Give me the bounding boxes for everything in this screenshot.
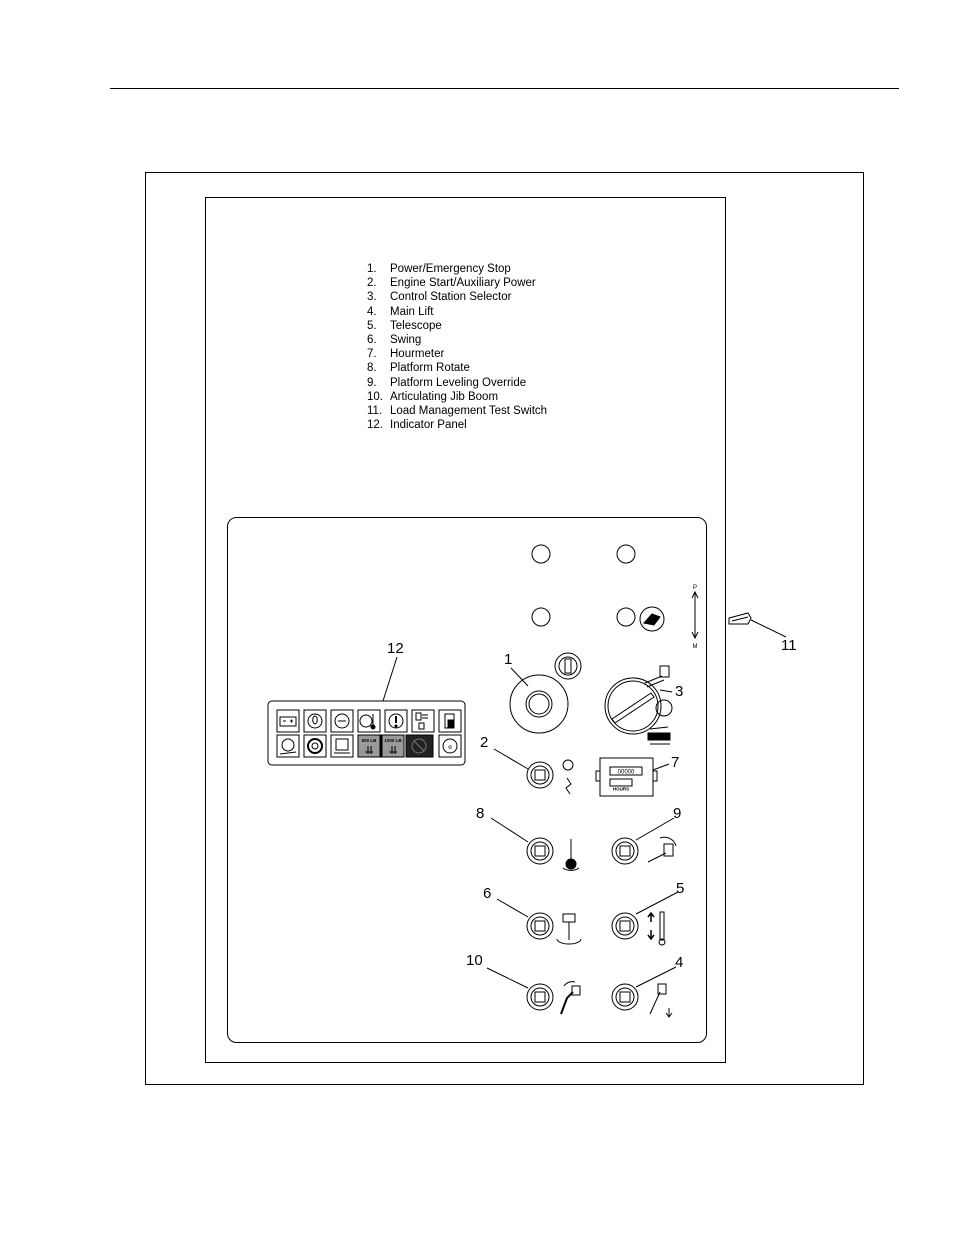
control-station-selector-switch[interactable]: [604, 677, 662, 735]
main-lift-icon: [649, 983, 673, 1018]
legend-item: 12.Indicator Panel: [367, 419, 467, 432]
jib-boom-icon: [560, 981, 581, 1015]
callout-10: 10: [466, 952, 483, 969]
legend-item: 5.Telescope: [367, 319, 442, 332]
legend-item: 4.Main Lift: [367, 305, 434, 318]
telescope-toggle[interactable]: [611, 912, 639, 940]
fuel-icon: [438, 709, 462, 733]
load-limit-indicator: [405, 734, 434, 758]
warning-icon: [384, 709, 408, 733]
callout-8: 8: [476, 805, 484, 822]
legend-item: 2.Engine Start/Auxiliary Power: [367, 277, 536, 290]
leader-line: [635, 817, 675, 841]
engine-start-toggle[interactable]: [526, 761, 554, 789]
leader-line: [493, 748, 529, 770]
callout-12: 12: [387, 640, 404, 657]
blank-hole: [616, 607, 636, 627]
figure-frame: [145, 172, 864, 1085]
emergency-stop-button[interactable]: [509, 674, 569, 734]
leader-line: [635, 891, 679, 915]
leader-line: [635, 966, 677, 988]
leader-line: [382, 656, 398, 702]
swing-toggle[interactable]: [526, 912, 554, 940]
callout-7: 7: [671, 754, 679, 771]
test-switch-indicator: P M: [691, 585, 699, 650]
telescope-icon: [647, 911, 666, 946]
hourmeter-unit: HOURS: [613, 787, 629, 792]
leader-line: [659, 689, 673, 693]
callout-9: 9: [673, 805, 681, 822]
callout-3: 3: [675, 683, 683, 700]
callout-11: 11: [781, 637, 797, 654]
test-switch-bottom-label: M: [693, 644, 698, 650]
load-1000-label: 1000 LB: [384, 738, 402, 743]
coolant-temperature-icon: [357, 709, 381, 733]
load-500-label: 500 LB: [362, 738, 378, 743]
leader-line: [486, 967, 529, 989]
indicator-panel: 500 LB 1000 LB Ω: [267, 700, 466, 766]
blank-hole: [616, 544, 636, 564]
platform-overload-icon: Ω: [438, 734, 462, 758]
legend-item: 6.Swing: [367, 334, 422, 347]
leader-line: [750, 619, 787, 638]
legend-item: 9.Platform Leveling Override: [367, 376, 527, 389]
ground-station-icon: [647, 726, 671, 745]
leader-line: [490, 817, 529, 843]
engine-overheat-icon: [303, 734, 327, 758]
leader-line: [496, 898, 529, 918]
tilt-alarm-icon: [276, 734, 300, 758]
platform-rotate-icon: [562, 839, 580, 871]
legend-item: 7.Hourmeter: [367, 348, 445, 361]
load-rating-500-indicator: 500 LB: [357, 734, 381, 758]
glow-plug-icon: [411, 709, 435, 733]
leader-line: [652, 763, 670, 771]
test-switch-top-label: P: [693, 585, 697, 591]
platform-rotate-toggle[interactable]: [526, 837, 554, 865]
blank-hole: [531, 607, 551, 627]
platform-leveling-icon: [647, 836, 677, 863]
platform-leveling-override-toggle[interactable]: [611, 837, 639, 865]
callout-2: 2: [480, 734, 488, 751]
legend-item: 10.Articulating Jib Boom: [367, 390, 499, 403]
load-management-test-switch[interactable]: [728, 612, 752, 625]
hourmeter: 00000 HOURS: [595, 757, 658, 797]
header-rule: [110, 88, 899, 89]
jib-boom-toggle[interactable]: [526, 983, 554, 1011]
legend-item: 11.Load Management Test Switch: [367, 405, 548, 418]
coolant-icon: [330, 709, 354, 733]
main-lift-toggle[interactable]: [611, 983, 639, 1011]
callout-5: 5: [676, 880, 684, 897]
battery-icon: [276, 709, 300, 733]
blank-hole: [655, 699, 673, 717]
console-plate: [227, 517, 707, 1043]
overload-icon: [330, 734, 354, 758]
platform-station-icon: [644, 665, 670, 688]
limit-icon-text: Ω: [448, 745, 452, 750]
oil-pressure-icon: [303, 709, 327, 733]
callout-1: 1: [504, 651, 512, 668]
stowed-boom-icon: [639, 606, 665, 632]
key-switch[interactable]: [554, 652, 582, 680]
callout-4: 4: [675, 954, 683, 971]
legend-list: 1.Power/Emergency Stop 2.Engine Start/Au…: [367, 262, 547, 432]
engine-start-icon: [562, 759, 574, 795]
leader-line: [510, 667, 529, 687]
load-rating-1000-indicator: 1000 LB: [379, 734, 405, 758]
blank-hole: [531, 544, 551, 564]
panel-sheet: [205, 197, 726, 1063]
hourmeter-digits: 00000: [618, 770, 635, 776]
swing-icon: [556, 913, 582, 945]
legend-item: 8.Platform Rotate: [367, 362, 470, 375]
legend-item: 1.Power/Emergency Stop: [367, 263, 511, 275]
callout-6: 6: [483, 885, 491, 902]
legend-item: 3.Control Station Selector: [367, 291, 512, 304]
